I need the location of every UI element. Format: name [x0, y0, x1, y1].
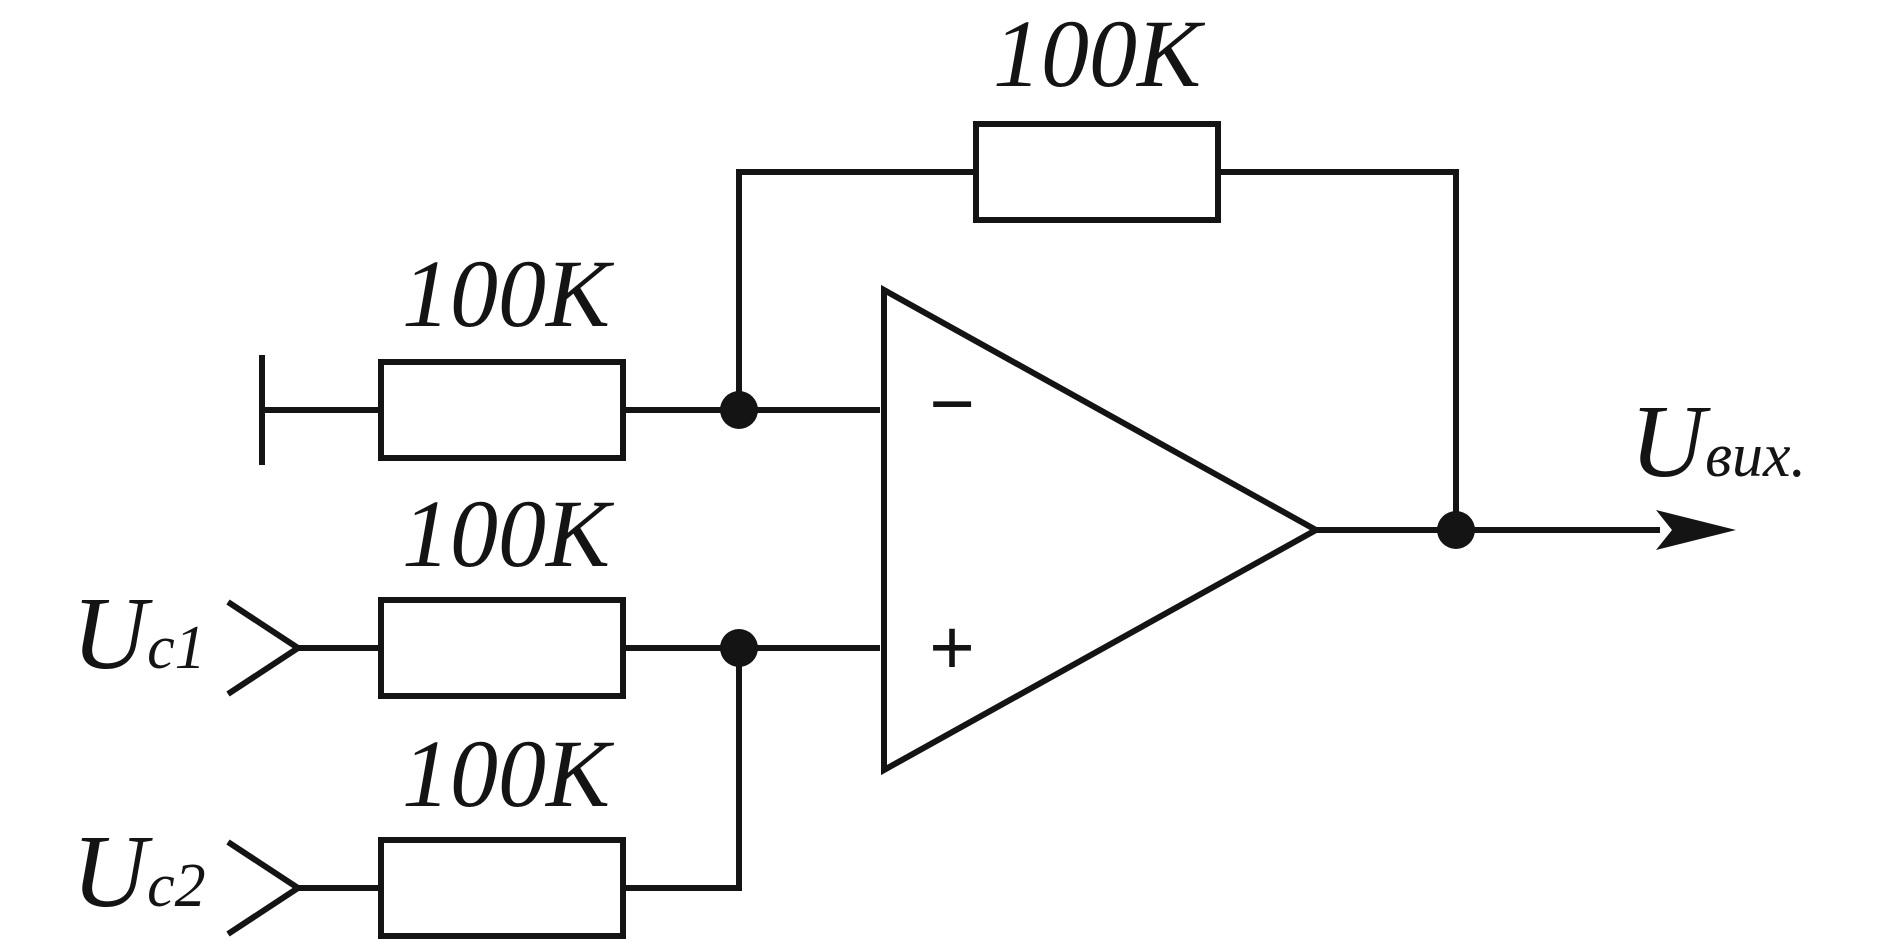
- input2-wire: [298, 648, 742, 891]
- junction-output: [1437, 511, 1475, 549]
- feedback-wire: [736, 169, 1459, 530]
- input1-connector: [226, 599, 304, 697]
- input1-resistor: [378, 597, 626, 699]
- input2-label-sub: c2: [147, 852, 206, 920]
- feedback-resistor: [973, 121, 1221, 223]
- ground-resistor-label: 100K: [402, 240, 615, 347]
- junction-inverting: [720, 391, 758, 429]
- output-arrowhead: [1656, 510, 1736, 550]
- input1-label: Uc1: [72, 576, 206, 691]
- input1-label-main: U: [72, 576, 153, 691]
- opamp-triangle: [881, 284, 1323, 776]
- ground-resistor: [378, 359, 626, 461]
- junction-noninverting: [720, 629, 758, 667]
- input1-resistor-label: 100K: [402, 480, 615, 587]
- output-label-sub: вих.: [1705, 422, 1806, 490]
- feedback-resistor-label: 100K: [993, 0, 1206, 107]
- opamp-noninverting-sign: +: [929, 603, 975, 691]
- input2-resistor: [378, 837, 626, 939]
- input2-label-main: U: [72, 814, 153, 929]
- output-label: Uвих.: [1630, 384, 1806, 499]
- input2-resistor-label: 100K: [402, 720, 615, 827]
- input2-connector: [226, 839, 304, 937]
- output-label-main: U: [1630, 384, 1711, 499]
- input2-label: Uc2: [72, 814, 206, 929]
- opamp-inverting-sign: −: [929, 359, 975, 447]
- input1-label-sub: c1: [147, 614, 206, 682]
